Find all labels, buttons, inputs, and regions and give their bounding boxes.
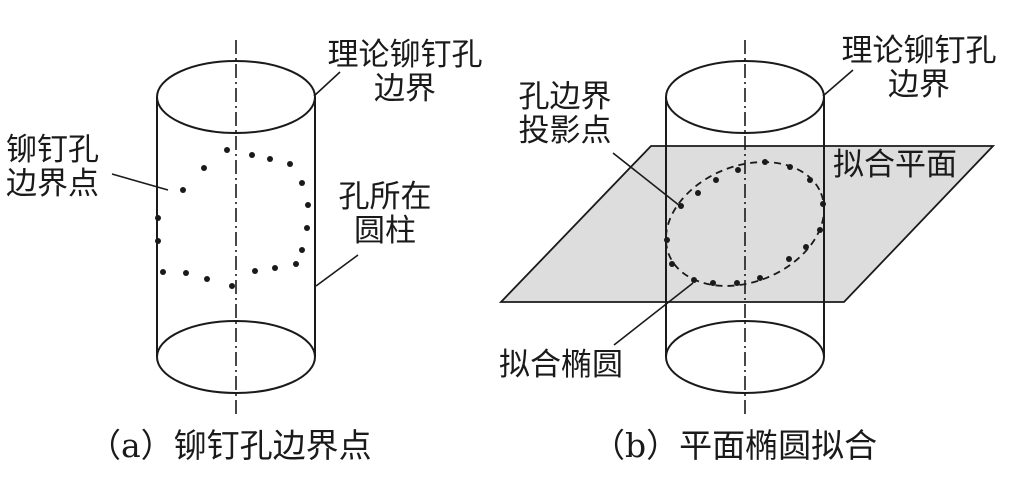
label-hole-cylinder-a: 孔所在 圆柱 (330, 180, 440, 248)
projection-point (787, 164, 793, 170)
label-projection-points-b-line2: 投影点 (518, 113, 612, 149)
label-theory-boundary-b-line1: 理论铆钉孔 (841, 33, 997, 69)
boundary-point (224, 147, 230, 153)
label-boundary-points-a-line2: 边界点 (6, 166, 99, 202)
projection-point (664, 237, 670, 243)
label-theory-boundary-a-line2: 边界 (374, 71, 436, 107)
projection-point (757, 275, 763, 281)
projection-point (669, 261, 675, 267)
projection-point (786, 256, 792, 262)
label-boundary-points-a: 铆钉孔 边界点 (6, 133, 116, 201)
label-fit-ellipse-b: 拟合椭圆 (499, 347, 623, 383)
boundary-point (180, 187, 186, 193)
label-fit-plane-b: 拟合平面 (833, 147, 957, 183)
panel-a-boundary-points (155, 147, 311, 289)
boundary-point (229, 283, 235, 289)
projection-point (678, 203, 684, 209)
projection-point (807, 177, 813, 183)
boundary-point (252, 268, 258, 274)
leader-theory-boundary-b (822, 69, 854, 97)
boundary-point (299, 180, 305, 186)
leader-projection-points-b (612, 152, 681, 207)
panel-b-projection-points (664, 159, 826, 286)
label-projection-points-b: 孔边界 投影点 (500, 80, 630, 148)
projection-point (762, 159, 768, 165)
boundary-point (267, 156, 273, 162)
projection-point (710, 280, 716, 286)
leader-fit-ellipse-b (613, 282, 694, 346)
cylinder-a-bottom-ellipse (156, 320, 316, 394)
boundary-point (305, 202, 311, 208)
projection-point (820, 201, 826, 207)
panel-a-leader-lines (111, 71, 359, 287)
boundary-point (299, 247, 305, 253)
panel-b-cylinder-through-plane (665, 146, 825, 302)
projection-point (695, 190, 701, 196)
projection-point (803, 244, 809, 250)
caption-b: （b）平面椭圆拟合 (592, 426, 878, 465)
boundary-point (204, 276, 210, 282)
boundary-point (304, 225, 310, 231)
label-theory-boundary-b-line2: 边界 (888, 67, 950, 103)
label-projection-points-b-line1: 孔边界 (518, 79, 612, 115)
boundary-point (272, 265, 278, 271)
leader-hole-cylinder-a (315, 254, 359, 287)
projection-point (691, 277, 697, 283)
label-boundary-points-a-line1: 铆钉孔 (6, 132, 99, 168)
leader-theory-boundary-a (313, 71, 341, 97)
label-theory-boundary-a-line1: 理论铆钉孔 (327, 37, 483, 73)
boundary-point (249, 152, 255, 158)
panel-b-cylinder-bottom (665, 302, 825, 394)
leader-boundary-points-a (111, 173, 169, 191)
panel-a-cylinder (156, 60, 316, 394)
fit-plane (498, 145, 996, 303)
panel-b-cylinder-top (665, 60, 825, 146)
boundary-point (155, 238, 161, 244)
projection-point (713, 177, 719, 183)
boundary-point (201, 165, 207, 171)
caption-a: （a）铆钉孔边界点 (88, 426, 372, 465)
label-hole-cylinder-a-line2: 圆柱 (354, 213, 416, 249)
panel-b-leader-lines (612, 69, 854, 346)
label-hole-cylinder-a-line1: 孔所在 (338, 179, 432, 215)
boundary-point (160, 269, 166, 275)
projection-point (817, 227, 823, 233)
label-theory-boundary-b: 理论铆钉孔 边界 (834, 34, 1004, 102)
cylinder-b-bottom-ellipse (665, 320, 825, 394)
boundary-point (183, 270, 189, 276)
label-theory-boundary-a: 理论铆钉孔 边界 (320, 38, 490, 106)
boundary-point (287, 161, 293, 167)
boundary-point (293, 261, 299, 267)
boundary-point (155, 215, 161, 221)
projection-point (734, 280, 740, 286)
projection-point (735, 167, 741, 173)
